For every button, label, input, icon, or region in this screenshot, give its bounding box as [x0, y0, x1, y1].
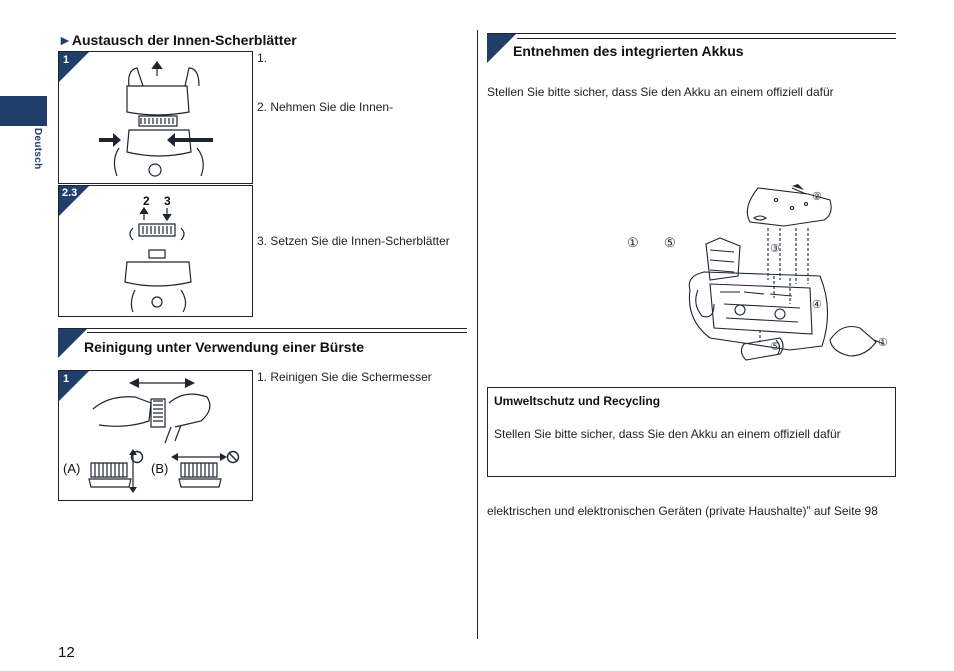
section-rule-inner	[87, 332, 467, 333]
battery-exploded-diagram: ② ③ ④ ⑤ ①	[688, 184, 888, 361]
shaver-head-removal-illustration	[99, 60, 213, 177]
battery-intro-text: Stellen Sie bitte sicher, dass Sie den A…	[487, 85, 834, 99]
language-tab	[0, 96, 47, 126]
illustration-panel-step-2-3: 2.3 2 3	[58, 185, 253, 317]
section-corner	[487, 34, 516, 63]
diagram-label-3: ③	[770, 243, 780, 255]
step-2-text: 2. Nehmen Sie die Innen-	[257, 100, 394, 114]
section-title-brush-cleaning: Reinigung unter Verwendung einer Bürste	[84, 339, 365, 355]
panel-badge: 1	[63, 373, 70, 385]
panel-corner	[59, 52, 89, 82]
illustration-panel-step-1: 1	[58, 51, 253, 184]
environment-box-title: Umweltschutz und Recycling	[494, 394, 661, 408]
step-3-text: 3. Setzen Sie die Innen-Scherblätter	[257, 234, 450, 248]
step-label-3: 3	[164, 194, 171, 208]
diagram-label-2: ②	[812, 191, 822, 203]
ok-circle-icon	[130, 450, 144, 464]
label-b: (B)	[151, 461, 169, 476]
label-a: (A)	[63, 461, 81, 476]
step-range-start: ①	[627, 235, 639, 250]
wrong-brush-direction-illustration	[171, 453, 227, 488]
brush-cleaning-illustration	[92, 378, 211, 443]
inner-blade-replacement-illustration	[124, 206, 192, 313]
section-rule-top	[487, 33, 896, 34]
section-corner	[58, 329, 87, 358]
page-number: 12	[58, 644, 75, 661]
step-range-end: ⑤	[664, 235, 676, 250]
prohibited-icon	[226, 450, 240, 464]
section-rule-top	[58, 328, 467, 329]
illustration-panel-brush: 1 (A) (B)	[58, 370, 253, 501]
panel-corner	[59, 186, 89, 216]
diagram-label-5: ⑤	[770, 341, 780, 353]
language-tab-label: Deutsch	[32, 128, 43, 170]
panel-badge: 1	[63, 54, 70, 66]
column-divider	[477, 30, 478, 639]
environment-recycling-box: Umweltschutz und Recycling Stellen Sie b…	[487, 387, 896, 477]
section-marker-icon: ►	[58, 32, 72, 48]
section-rule-inner	[517, 38, 896, 39]
panel-badge: 2.3	[62, 187, 78, 199]
diagram-label-4: ④	[812, 299, 822, 311]
step-label-2: 2	[143, 194, 150, 208]
section-title-battery-removal: Entnehmen des integrierten Akkus	[513, 43, 744, 59]
section-heading-replace-inner-blades: ►Austausch der Innen-Scherblätter	[58, 32, 297, 48]
brush-step-1-text: 1. Reinigen Sie die Schermesser	[257, 370, 432, 384]
step-1-text: 1.	[257, 51, 268, 65]
footer-reference-text: elektrischen und elektronischen Geräten …	[487, 504, 878, 518]
section-title: Austausch der Innen-Scherblätter	[71, 32, 297, 48]
panel-corner	[59, 371, 89, 401]
environment-box-text: Stellen Sie bitte sicher, dass Sie den A…	[494, 427, 841, 441]
diagram-label-1: ①	[878, 337, 888, 349]
correct-brush-direction-illustration	[88, 449, 137, 493]
